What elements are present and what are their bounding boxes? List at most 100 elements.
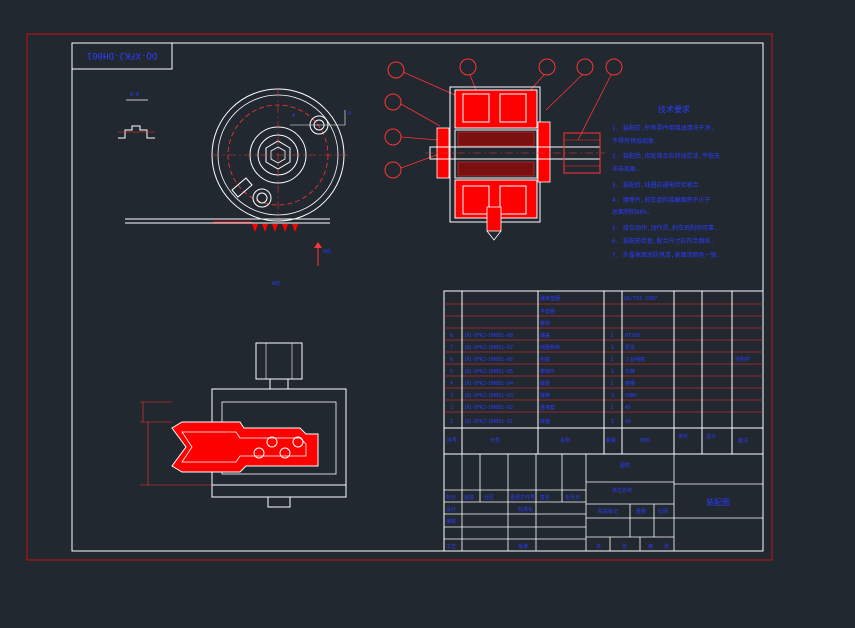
tb-sheet-of: 张 <box>622 543 627 550</box>
title-block: 标记 处数 分区 更改文件号 签名 年月日 设计 审核 工艺 标准化 批准 图样… <box>443 453 764 552</box>
bom-hdr-note: 备注 <box>738 437 748 444</box>
bom-code-6: DQ-XFKJ-DH001-06 <box>465 357 513 363</box>
bom-top-name-1: 弹簧垫圈 <box>540 295 560 302</box>
tb-row-label-4: 更改文件号 <box>510 494 535 501</box>
tb-stage: 阶段标记 <box>598 508 618 515</box>
bom-top-name-3: 螺栓 <box>540 320 550 327</box>
bom-qty-8: 1 <box>611 333 614 339</box>
bom-hdr-seq: 序号 <box>447 437 457 444</box>
bom-name-3: 弹簧 <box>540 392 550 399</box>
bom-seq-5: 5 <box>450 369 453 375</box>
bom-mat-6: 工业纯铁 <box>625 356 645 363</box>
bom-name-6: 衔铁 <box>540 356 550 363</box>
tb-process: 工艺 <box>446 544 456 550</box>
tb-sheet-no: 第 <box>648 543 653 550</box>
tb-scale: 比例 <box>658 508 668 515</box>
bom-name-7: 线圈骨架 <box>540 344 560 351</box>
tb-sheet-total: 共 <box>596 543 601 550</box>
drawing-code: DQ-XFKJ-DH001 <box>87 50 157 60</box>
bom-hdr-code: 代号 <box>490 437 500 444</box>
bom-name-5: 摩擦片 <box>540 368 555 375</box>
bom-seq-7: 7 <box>450 345 453 351</box>
tb-weight: 重量 <box>636 508 646 515</box>
bom-mat-2: 45 <box>625 405 631 411</box>
bom-qty-6: 1 <box>611 357 614 363</box>
bom-top-std-1: GB/T93-1987 <box>624 296 657 302</box>
bom-qty-7: 1 <box>611 345 614 351</box>
tech-line-8: 5. 接合动作,动作灵,刹车后制动可靠. <box>612 224 718 232</box>
tb-material-mark: 图样 <box>620 462 630 469</box>
bom-mat-7: 尼龙 <box>625 344 635 351</box>
bom-qty-2: 1 <box>611 405 614 411</box>
bom-mat-4: 铸钢 <box>625 380 635 387</box>
bom-seq-8: 8 <box>450 333 453 339</box>
bom-top-name-2: 平垫圈 <box>540 308 555 315</box>
tech-line-9: 6. 装配前检查,配合尺寸应符合图纸. <box>612 237 714 245</box>
bom-mat-8: HT200 <box>625 333 640 339</box>
bom-seq-1: 1 <box>450 419 453 425</box>
tech-line-10: 7. 外露表面涂防锈漆,表面漆颜色一致. <box>612 251 720 259</box>
tb-row-label-3: 分区 <box>484 494 494 501</box>
bom-hdr-name: 名称 <box>560 437 570 444</box>
bom-code-5: DQ-XFKJ-DH001-05 <box>465 369 513 375</box>
tb-unit: 单位名称 <box>612 487 632 494</box>
bom-seq-4: 4 <box>450 381 453 387</box>
bom-qty-5: 1 <box>611 369 614 375</box>
tech-line-2: 不得有锈蚀现象. <box>612 137 658 145</box>
side-letter-a: A <box>292 113 295 119</box>
tb-sheet-of-2: 张 <box>664 543 669 550</box>
bom-code-3: DQ-XFKJ-DH001-03 <box>465 393 513 399</box>
tech-line-7: 总面积的80%. <box>612 208 650 216</box>
tb-std: 标准化 <box>518 506 533 513</box>
section-symbol: A-A <box>118 92 155 139</box>
tb-row-label-5: 签名 <box>540 494 550 501</box>
tb-approve: 批准 <box>518 543 528 550</box>
bom-name-8: 端盖 <box>540 332 550 339</box>
bom-code-1: DQ-XFKJ-DH001-01 <box>465 419 513 425</box>
outer-frame <box>26 33 773 561</box>
bom-seq-2: 2 <box>450 405 453 411</box>
side-view <box>140 342 347 508</box>
tb-review: 审核 <box>446 518 456 525</box>
tech-line-3: 2. 装配后,齿轮啮合应转动灵活,平稳无 <box>612 152 720 160</box>
bom-hdr-qty: 数量 <box>606 437 616 444</box>
bom-hdr-total: 总计 <box>706 433 716 440</box>
tech-line-1: 1. 装配前,所有零件用煤油清洗干净, <box>612 124 714 132</box>
bom-qty-4: 1 <box>611 381 614 387</box>
bom-code-2: DQ-XFKJ-DH001-02 <box>465 405 513 411</box>
bom-name-4: 磁轭 <box>540 380 550 387</box>
tb-drawing-name: 装配图 <box>706 497 730 507</box>
section-label: A-A <box>130 92 139 98</box>
view-label: A向 <box>272 280 280 287</box>
tech-line-6: 4. 摩擦片,刹车盘的接触面积不小于 <box>612 196 710 204</box>
tech-requirements: 技术要求 1. 装配前,所有零件用煤油清洗干净, 不得有锈蚀现象. 2. 装配后… <box>612 104 720 259</box>
bom-note-6: 外购件 <box>735 356 750 363</box>
tb-row-label-6: 年月日 <box>565 494 580 501</box>
tb-row-label-1: 标记 <box>446 494 456 501</box>
bom-hdr-material: 材料 <box>640 437 650 444</box>
bom-hdr-single: 单件 <box>678 433 688 440</box>
bom-qty-3: 3 <box>611 393 614 399</box>
tb-row-label-2: 处数 <box>464 494 474 501</box>
direction-label: A向 <box>323 248 331 255</box>
bom-seq-6: 6 <box>450 357 453 363</box>
bom-name-1: 转轴 <box>540 418 550 425</box>
bom-code-4: DQ-XFKJ-DH001-04 <box>465 381 513 387</box>
direction-arrow: A向 A向 <box>272 242 331 287</box>
code-box <box>71 42 173 70</box>
bom-mat-3: 65Mn <box>625 393 637 399</box>
tech-title: 技术要求 <box>658 104 690 114</box>
front-view: A A <box>125 88 351 232</box>
bom-code-7: DQ-XFKJ-DH001-07 <box>465 345 513 351</box>
bom-qty-1: 1 <box>611 419 614 425</box>
bom-name-2: 连接套 <box>540 404 555 411</box>
bom-seq-3: 3 <box>450 393 453 399</box>
tb-design: 设计 <box>446 506 456 513</box>
side-letter-a-2: A <box>348 111 351 117</box>
bom-table: 弹簧垫圈 GB/T93-1987 平垫圈 螺栓 8 DQ-XFKJ-DH001-… <box>443 290 764 455</box>
bom-mat-1: 45 <box>625 419 631 425</box>
section-view <box>384 58 623 241</box>
bom-code-8: DQ-XFKJ-DH001-08 <box>465 333 513 339</box>
